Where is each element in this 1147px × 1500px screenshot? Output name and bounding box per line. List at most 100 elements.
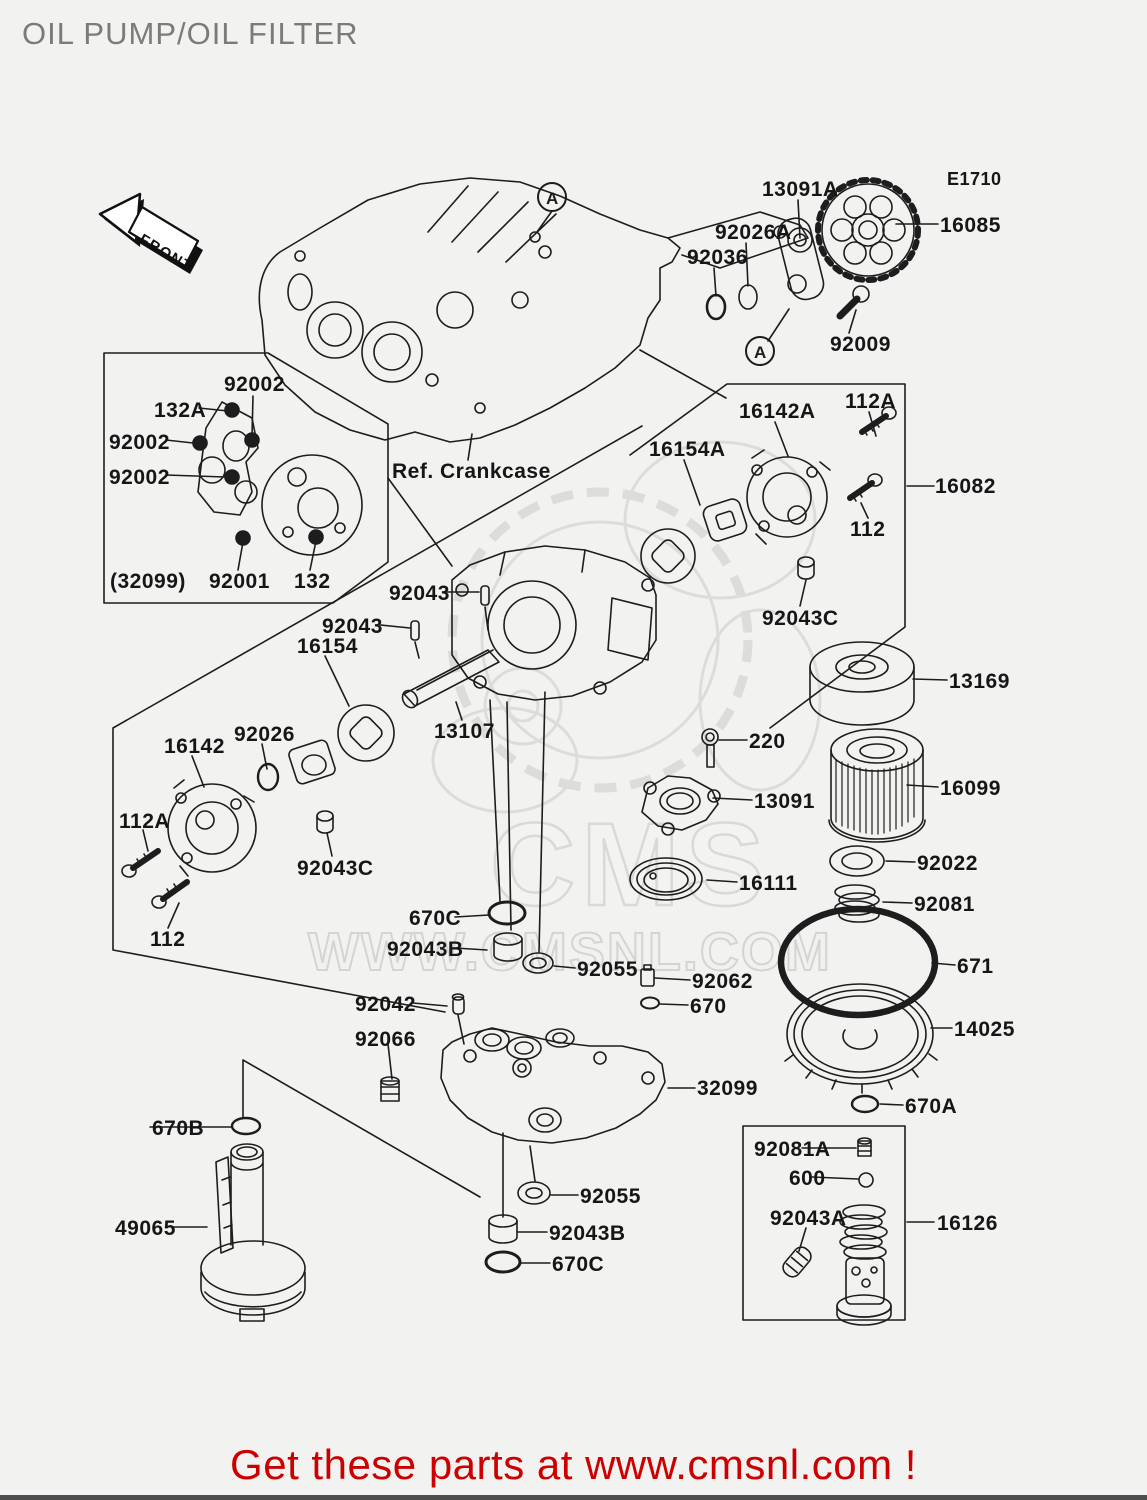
part-label-16126: 16126 xyxy=(937,1212,998,1235)
oring-671 xyxy=(777,905,939,1019)
part-label-16085: 16085 xyxy=(940,214,1001,237)
part-label-92055-bottom: 92055 xyxy=(580,1185,641,1208)
part-label-92055-top: 92055 xyxy=(577,958,638,981)
part-label-112-left: 112 xyxy=(150,928,186,951)
part-label-92002-mid: 92002 xyxy=(109,431,170,454)
part-label-13169: 13169 xyxy=(949,670,1010,693)
watermark-logo-text: CMS xyxy=(490,799,770,931)
pin-92043A xyxy=(782,1246,812,1278)
part-label-132: 132 xyxy=(294,570,331,593)
part-label-92026A: 92026A xyxy=(715,221,792,244)
valve-body xyxy=(836,1257,892,1326)
leader-lines xyxy=(142,199,956,1264)
oil-pump-gear-group xyxy=(705,177,921,321)
bottom-cover-drawing xyxy=(380,900,666,1274)
bolt-92009 xyxy=(836,285,870,320)
ring-670B xyxy=(230,1116,262,1136)
oring-670 xyxy=(640,996,660,1010)
part-label-92002-top: 92002 xyxy=(224,373,285,396)
part-label-670C-right: 670C xyxy=(409,907,462,930)
part-label-32099-paren: (32099) xyxy=(110,570,186,593)
part-label-132A: 132A xyxy=(154,399,207,422)
pin-92043-b xyxy=(410,620,420,641)
filter-cover-14025 xyxy=(784,983,938,1094)
part-label-92042: 92042 xyxy=(355,993,416,1016)
detail-marker-A-pump: A xyxy=(745,336,775,366)
grommet-92055-top xyxy=(522,952,554,974)
part-label-92001: 92001 xyxy=(209,570,270,593)
front-arrow-marker: FRONT xyxy=(98,192,203,276)
part-label-16082: 16082 xyxy=(935,475,996,498)
part-label-92043C-left: 92043C xyxy=(297,857,374,880)
svg-text:A: A xyxy=(546,189,558,208)
part-label-92066: 92066 xyxy=(355,1028,416,1051)
part-label-92043B-bottom: 92043B xyxy=(549,1222,626,1245)
part-label-670C-bottom: 670C xyxy=(552,1253,605,1276)
plug-92043C-right xyxy=(797,556,815,580)
part-label-92043-b: 92043 xyxy=(322,615,383,638)
part-label-16111: 16111 xyxy=(739,872,798,895)
part-label-671: 671 xyxy=(957,955,994,978)
group-boxes xyxy=(103,349,906,1321)
oil-strainer-drawing xyxy=(200,1116,306,1322)
spring-92081 xyxy=(834,884,880,923)
part-label-16099: 16099 xyxy=(940,777,1001,800)
pump-subassembly-box-drawing xyxy=(192,401,363,556)
crankcase-drawing xyxy=(258,177,809,443)
bolt-220 xyxy=(701,728,719,768)
pump-assembly-16082-drawing xyxy=(640,406,897,584)
ball-600 xyxy=(858,1172,874,1188)
diagram-code: E1710 xyxy=(947,169,1002,189)
detail-marker-A-crankcase: A xyxy=(537,182,567,212)
part-label-16154: 16154 xyxy=(297,635,358,658)
washer-92022 xyxy=(829,845,885,877)
filter-element-16099 xyxy=(828,728,926,843)
footer-cta-link[interactable]: Get these parts at www.cmsnl.com ! xyxy=(230,1441,917,1488)
part-label-92002-low: 92002 xyxy=(109,466,170,489)
bolt-dots xyxy=(192,402,324,546)
grommet-92055-bottom xyxy=(517,1181,551,1205)
part-label-112A-right: 112A xyxy=(845,390,897,413)
part-label-92009: 92009 xyxy=(830,333,891,356)
part-label-92022: 92022 xyxy=(917,852,978,875)
plug-92066 xyxy=(380,1076,400,1102)
bushing-92043B-bottom xyxy=(488,1214,518,1244)
plug-92043C-left xyxy=(316,810,334,834)
bolt-112-right xyxy=(847,473,883,502)
part-label-92043-a: 92043 xyxy=(389,582,450,605)
oring-92036 xyxy=(705,293,727,321)
relief-plate-group xyxy=(629,728,721,901)
part-label-13107: 13107 xyxy=(434,720,495,743)
part-label-16142A: 16142A xyxy=(739,400,816,423)
cover-16111 xyxy=(629,857,703,901)
filter-cap-13169 xyxy=(809,641,915,726)
rotor-set-16154 xyxy=(288,704,395,785)
oil-filter-column-drawing xyxy=(777,641,939,1114)
part-label-220: 220 xyxy=(749,730,786,753)
bushing-92043B-right xyxy=(493,932,523,962)
svg-text:A: A xyxy=(754,343,766,362)
part-label-92081A: 92081A xyxy=(754,1138,831,1161)
watermark-url-text: WWW.CMSNL.COM xyxy=(308,922,832,982)
bottom-border xyxy=(0,1495,1147,1500)
pump-cover-16142-left xyxy=(167,779,257,877)
bolt-112A-right xyxy=(859,406,897,436)
pin-92043-a xyxy=(480,585,490,606)
part-label-600: 600 xyxy=(789,1167,826,1190)
part-label-92081: 92081 xyxy=(914,893,975,916)
part-label-16142: 16142 xyxy=(164,735,225,758)
relief-valve-drawing xyxy=(782,1137,892,1326)
part-label-92043B-right: 92043B xyxy=(387,938,464,961)
page-title: OIL PUMP/OIL FILTER xyxy=(22,16,359,51)
part-label-92036: 92036 xyxy=(687,246,748,269)
pin-92042 xyxy=(451,993,465,1015)
part-label-13091: 13091 xyxy=(754,790,815,813)
spring-seat-92081A xyxy=(857,1137,872,1157)
ring-670C-right xyxy=(487,900,527,926)
valve-spring xyxy=(839,1204,888,1260)
part-label-16154A: 16154A xyxy=(649,438,726,461)
part-label-112-right: 112 xyxy=(850,518,886,541)
part-label-14025: 14025 xyxy=(954,1018,1015,1041)
washer-92026A xyxy=(738,284,758,310)
